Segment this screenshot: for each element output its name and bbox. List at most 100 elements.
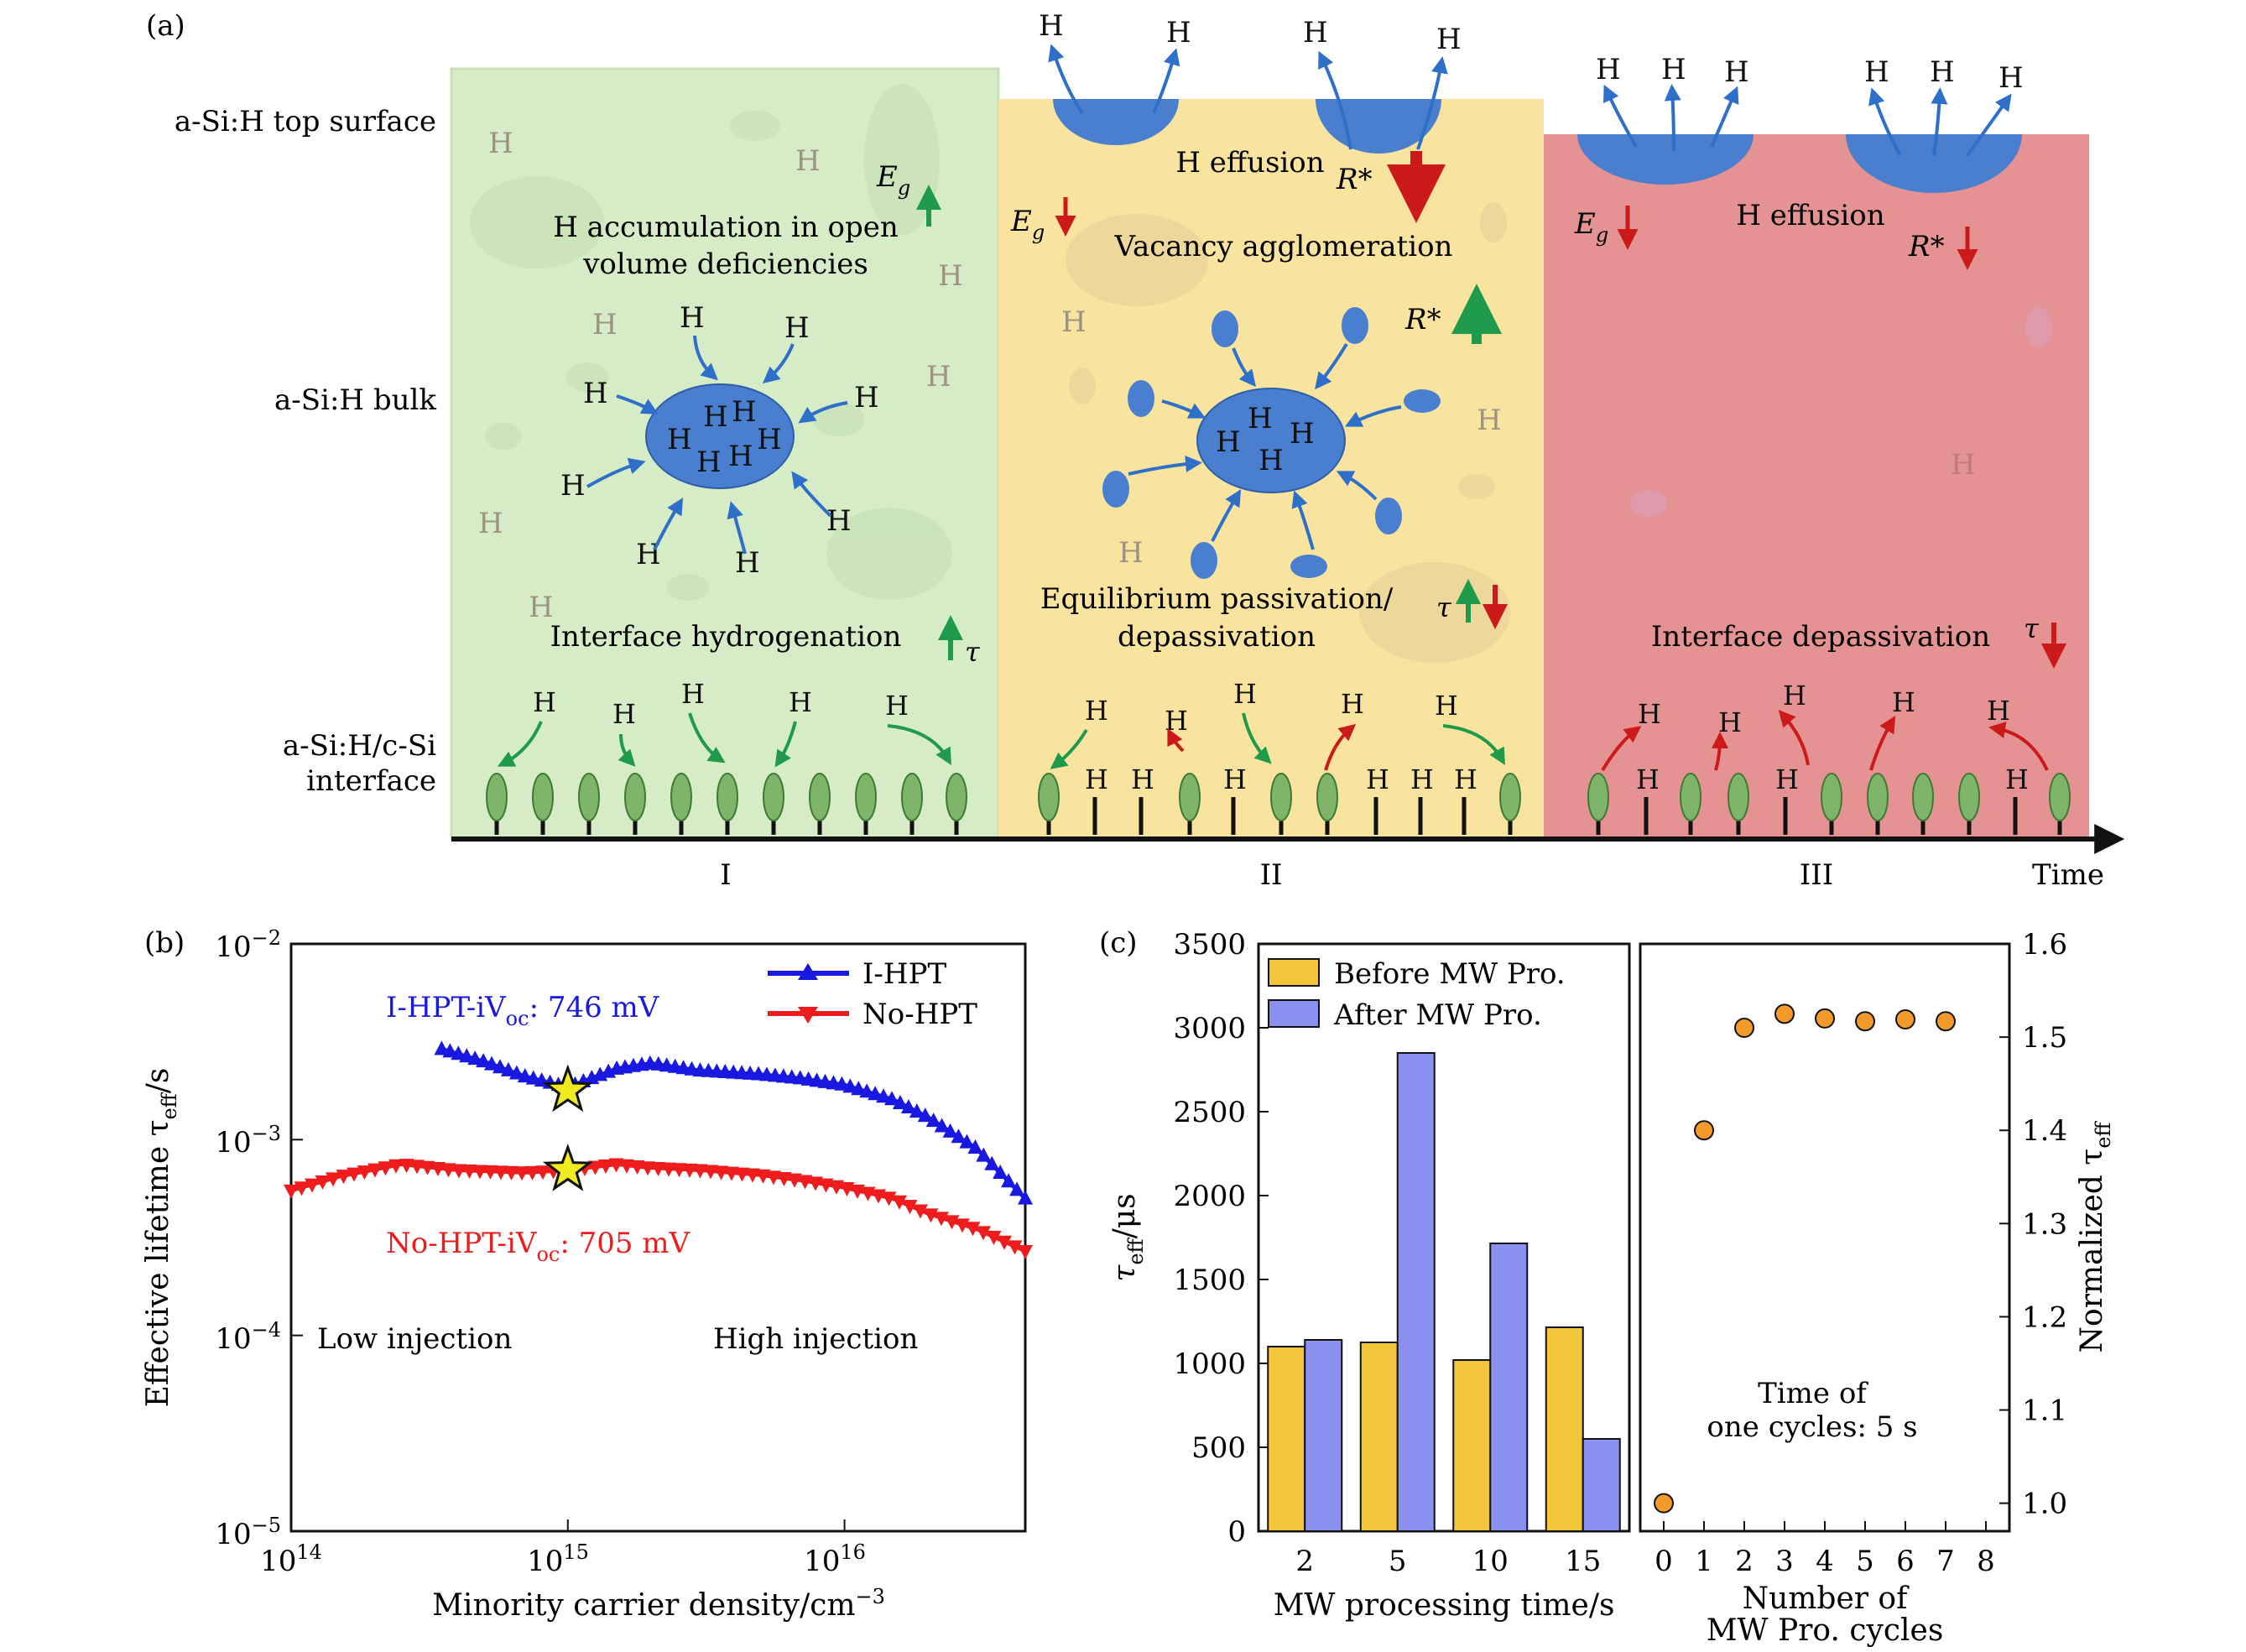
stage-2-small-voids [1102,307,1441,579]
x-tick-label: 1014 [260,1540,322,1578]
high-injection-label: High injection [713,1322,918,1356]
svg-text:H: H [1341,688,1364,720]
svg-text:H: H [1775,763,1799,795]
panel-c-right-y-ticks: 1.61.51.41.31.21.11.0 [1999,928,2067,1521]
interface-green-arrows [497,712,1505,769]
stage-1-texture [470,84,952,601]
row-label-interface-1: a-Si:H/c-Si [283,729,436,763]
stage-2-effusion-arrows [1048,44,1448,150]
panel-b-stars [542,1064,593,1191]
panel-c-left-frame [1257,942,1631,1533]
interface-mobile-h: H H H H H H H H H H H H H H H [533,678,2010,738]
panel-b: (b) 10−2 10−3 10−4 10−5 1014 1015 1016 E… [141,926,1033,1623]
svg-text:H: H [583,377,608,410]
y-tick-label: 1000 [1173,1347,1246,1381]
cycle-time-note-1: Time of [1758,1377,1868,1410]
stage-2-cluster-h-atoms: H H H H [1216,402,1315,477]
data-point-no-hpt [587,1160,603,1175]
data-point-i-hpt [976,1147,992,1162]
data-point-no-hpt [818,1178,834,1193]
data-point-i-hpt [842,1078,858,1093]
stage-3-effusion-text: H effusion [1736,199,1884,232]
svg-text:H: H [1718,706,1742,738]
svg-text:H: H [1864,55,1889,89]
stage-2-r-label-top: R* [1336,163,1373,196]
svg-text:H: H [1435,690,1458,722]
svg-text:H: H [1085,695,1108,727]
svg-text:H: H [1258,444,1284,477]
scatter-point [1734,1018,1754,1038]
svg-text:H: H [1166,16,1191,50]
stage-label-3: III [1800,858,1833,892]
stage-2-vacancy-text: Vacancy agglomeration [1114,230,1453,263]
svg-text:H: H [1951,448,1976,482]
stage-label-2: II [1260,858,1283,892]
panel-a: (a) a-Si:H top surface a [146,9,2125,892]
data-point-no-hpt [608,1158,624,1173]
data-point-no-hpt [1007,1240,1023,1255]
stage-3-content: H H H H H H H effusion Eg R* H [1574,53,2066,669]
data-point-i-hpt [917,1107,933,1123]
stage-3-texture [1630,307,2052,517]
stage-3-eg-label: Eg [1574,207,1608,247]
stage-2-r-label-mid: R* [1404,303,1441,336]
svg-text:H: H [696,446,722,479]
panel-c-right-y-axis-label: Normalized τeff [2075,1121,2115,1353]
right-x-tick-label: 2 [1735,1545,1754,1578]
data-point-no-hpt [399,1159,414,1174]
data-point-no-hpt [724,1166,739,1181]
svg-text:H: H [478,507,503,540]
svg-text:H: H [1085,763,1108,795]
data-point-no-hpt [284,1184,299,1199]
right-x-tick-label: 7 [1936,1545,1955,1578]
y-tick-label: 3000 [1173,1012,1246,1045]
data-point-i-hpt [900,1099,916,1114]
svg-text:H: H [1724,55,1749,89]
scatter-point [1815,1008,1835,1029]
panel-b-legend: I-HPT No-HPT [768,957,977,1031]
data-point-no-hpt [797,1175,813,1190]
data-point-no-hpt [703,1165,718,1180]
bar-after-15 [1582,1438,1621,1532]
stage-1-cluster-h-atoms: H H H H H H [667,395,782,479]
stage-2-tau-label: τ [1436,591,1452,623]
stage-1-content: H accumulation in open volume deficienci… [478,127,981,668]
svg-text:H: H [488,127,513,160]
legend-after-swatch [1268,999,1320,1028]
svg-text:H: H [1248,402,1273,435]
bar-before-15 [1545,1326,1584,1532]
legend-ihpt-marker [798,963,818,980]
data-point-i-hpt [884,1091,900,1106]
svg-text:H: H [1998,61,2024,95]
svg-text:H: H [1039,9,1064,43]
scatter-point [1774,1003,1795,1024]
panel-a-label: (a) [146,9,185,43]
svg-text:H: H [757,423,782,456]
data-point-no-hpt [829,1180,844,1195]
stage-2-effusion-pit-2 [1316,99,1441,154]
svg-text:H: H [854,381,879,414]
row-label-top-surface: a-Si:H top surface [175,105,436,138]
panel-c-right-x-axis-label-1: Number of [1743,1582,1910,1616]
svg-text:H: H [784,311,810,345]
interface-leaves [486,773,2071,821]
stage-2-equil-text-2: depassivation [1118,620,1316,654]
data-point-no-hpt [440,1163,456,1178]
bar-before-5 [1359,1342,1399,1532]
svg-text:H: H [1636,763,1660,795]
data-point-no-hpt [347,1167,362,1182]
data-point-no-hpt [430,1162,446,1177]
low-injection-label: Low injection [317,1322,512,1356]
legend-before-label: Before MW Pro. [1334,957,1566,991]
svg-text:H: H [885,690,909,722]
data-point-no-hpt [315,1175,331,1190]
data-point-no-hpt [619,1159,634,1174]
svg-text:H: H [529,591,554,624]
data-point-no-hpt [514,1166,529,1181]
data-point-no-hpt [881,1191,897,1206]
data-point-i-hpt [859,1083,875,1098]
data-point-no-hpt [913,1204,928,1219]
data-point-i-hpt [517,1068,533,1083]
